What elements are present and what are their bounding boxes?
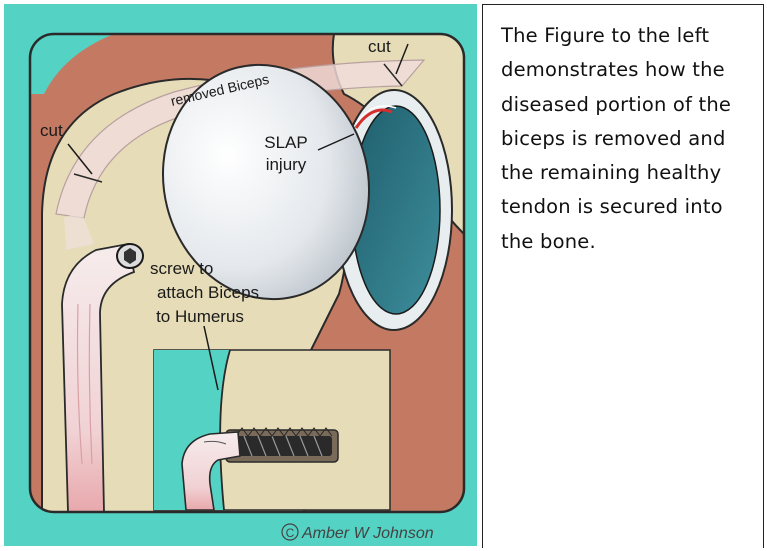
label-slap-line2: injury	[266, 155, 307, 174]
label-cut-left: cut	[40, 121, 63, 140]
caption-text: The Figure to the left demonstrates how …	[501, 19, 751, 259]
caption-box: The Figure to the left demonstrates how …	[482, 4, 764, 548]
inset-screw	[234, 436, 332, 456]
label-cut-top: cut	[368, 37, 391, 56]
label-screw-line3: to Humerus	[156, 307, 244, 326]
label-slap-line1: SLAP	[264, 133, 307, 152]
shoulder-illustration: cut cut removed Biceps SLAP injury screw…	[4, 4, 477, 546]
copyright-symbol: C	[286, 526, 295, 540]
label-screw-line2: attach Biceps	[157, 283, 259, 302]
label-screw-line1: screw to	[150, 259, 213, 278]
copyright-text: Amber W Johnson	[301, 525, 434, 542]
inset-detail	[154, 350, 390, 510]
